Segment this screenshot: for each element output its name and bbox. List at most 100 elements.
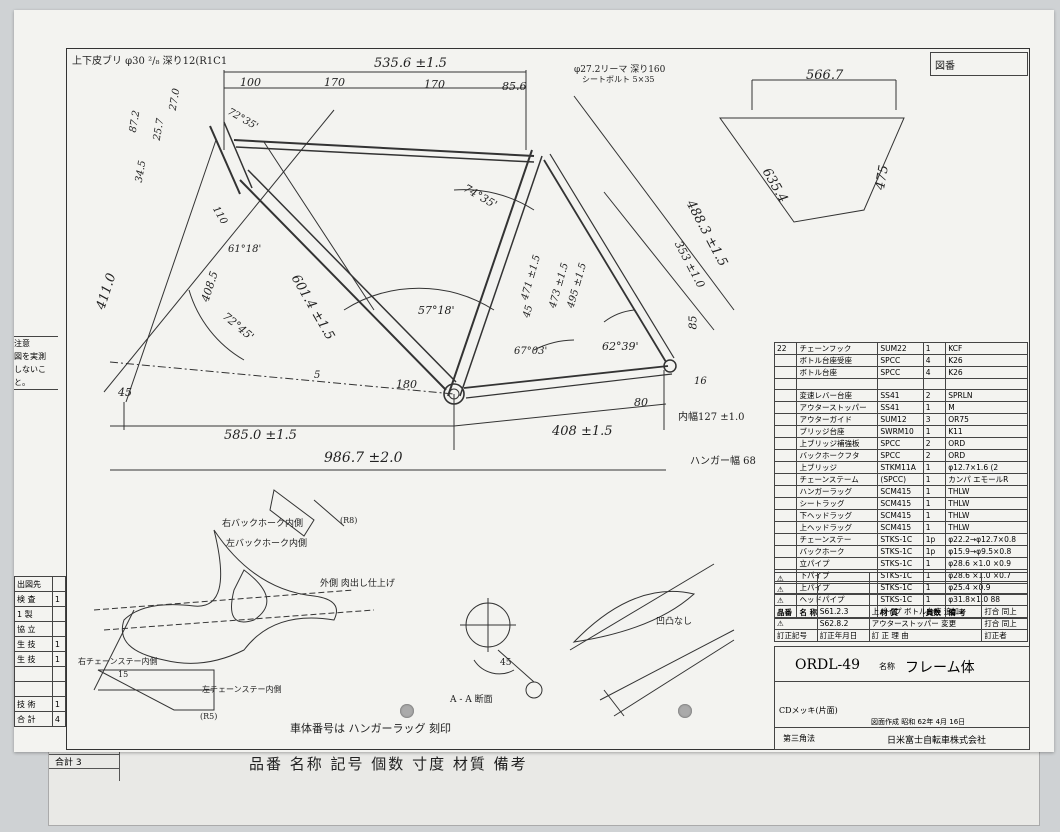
parts-cell-qty: 1: [922, 401, 947, 414]
parts-cell-no: [773, 533, 798, 546]
parts-cell-mat: SPCC: [877, 354, 924, 367]
parts-cell-mat: SUM22: [877, 342, 924, 355]
parts-cell-no: [773, 557, 798, 570]
parts-cell-name: ボトル台座: [796, 366, 879, 379]
parts-cell-name: チェーンステーム: [796, 473, 879, 486]
distribution-count: [51, 621, 67, 637]
underlying-sheet: 技術 合計 3 品番 名称 記号 個数 寸度 材質 備考: [48, 740, 1040, 826]
dim-top-seg2: 170: [324, 76, 345, 89]
parts-cell-mat: SWRM10: [877, 425, 924, 438]
caution-line: しないこと。: [14, 365, 46, 387]
dim-wheelbase: 986.7 ±2.0: [324, 450, 403, 466]
underlying-header-text: 品番 名称 記号 個数 寸度 材質 備考: [249, 755, 528, 773]
distribution-count: 4: [51, 711, 67, 727]
parts-cell-no: [773, 473, 798, 486]
parts-cell-note: K26: [945, 366, 1028, 379]
parts-cell-no: [773, 413, 798, 426]
revision-cell-date: [816, 594, 870, 606]
dim-top-seg1: 100: [240, 76, 261, 89]
parts-cell-mat: SUM12: [877, 413, 924, 426]
parts-cell-mat: SS41: [877, 389, 924, 402]
dim-bb-small: 5: [314, 370, 321, 381]
distribution-dept: [14, 666, 53, 682]
parts-cell-no: [773, 437, 798, 450]
dim-chain-b: 85: [686, 315, 700, 330]
distribution-dept: 技 術: [14, 696, 53, 712]
note-r5: (R5): [200, 712, 218, 721]
note-r8: (R8): [340, 516, 358, 525]
parts-cell-name: 上ヘッドラッグ: [796, 521, 879, 534]
parts-cell-name: 上ブリッジ: [796, 461, 879, 474]
parts-cell-note: ORD: [945, 449, 1028, 462]
dim-bb-angle: 57°18': [418, 304, 455, 317]
dim-seat-e: 67°03': [514, 346, 548, 357]
parts-cell-mat: STKM11A: [877, 461, 924, 474]
parts-cell-note: K26: [945, 354, 1028, 367]
parts-cell-qty: 2: [922, 449, 947, 462]
dim-hanger-width: ハンガー幅 68: [690, 456, 756, 467]
distribution-count: 1: [51, 651, 67, 667]
note-left-stopper: 左チェーンステー内側: [202, 685, 282, 694]
parts-cell-qty: 1: [922, 473, 947, 486]
distribution-count: 1: [51, 696, 67, 712]
parts-cell-no: [773, 378, 798, 390]
parts-cell-qty: 3: [922, 413, 947, 426]
rev-header-text: 訂 正 理 由: [868, 629, 983, 642]
drawing-border: [66, 48, 1030, 750]
parts-cell-note: φ15.9→φ9.5×0.8: [945, 545, 1028, 558]
parts-cell-name: ハンガーラッグ: [796, 485, 879, 498]
parts-cell-note: SPRLN: [945, 389, 1028, 402]
note-right-stopper: 右チェーンステー内側: [78, 657, 158, 666]
parts-cell-qty: [922, 378, 947, 390]
revision-cell-text: [868, 583, 983, 595]
distribution-dept: 協 立: [14, 621, 53, 637]
parts-cell-mat: SCM415: [877, 497, 924, 510]
revision-row: ⚠: [774, 594, 1028, 606]
parts-cell-qty: 4: [922, 366, 947, 379]
parts-cell-mat: (SPCC): [877, 473, 924, 486]
finish-spec: CDメッキ(片面): [779, 706, 838, 715]
revision-cell-text: [868, 572, 983, 584]
revision-cell-sign: [981, 583, 1028, 595]
parts-cell-note: ORD: [945, 437, 1028, 450]
dim-chain-c: 80: [634, 396, 648, 409]
parts-cell-note: OR75: [945, 413, 1028, 426]
caution-line: 図を実測: [14, 352, 46, 361]
revision-cell-text: 上パイプ ボトル台座 追加: [868, 605, 983, 618]
model-number: ORDL-49: [795, 657, 861, 673]
parts-cell-qty: 1: [922, 485, 947, 498]
dim-chain-angle: 62°39': [602, 340, 639, 353]
distribution-count: [51, 576, 67, 592]
note-no-dent: 凹凸なし: [656, 617, 693, 627]
parts-cell-qty: 1p: [922, 545, 947, 558]
parts-cell-mat: [877, 378, 924, 390]
revision-cell-mark: ⚠: [774, 572, 818, 584]
parts-cell-name: [796, 378, 879, 390]
parts-cell-no: [773, 354, 798, 367]
revision-cell-sign: [981, 572, 1028, 584]
note-frame-number: 車体番号は ハンガーラッグ 刻印: [290, 722, 451, 735]
distribution-row: 出図先: [14, 576, 67, 592]
distribution-count: [51, 681, 67, 697]
parts-cell-name: チェーンフック: [796, 342, 879, 355]
parts-cell-note: カンパ エモールR: [945, 473, 1028, 486]
punch-hole: [678, 704, 692, 718]
parts-cell-mat: SPCC: [877, 366, 924, 379]
revision-cell-mark: ⚠: [774, 583, 818, 595]
dim-bb-drop: 180: [396, 378, 417, 391]
parts-cell-name: シートラッグ: [796, 497, 879, 510]
parts-cell-mat: SPCC: [877, 449, 924, 462]
drawing-sheet: 図番 上下皮ブリ φ30 ²/₈ 深り12(R1C1 φ27.2リーマ 深り16…: [14, 10, 1054, 752]
parts-cell-mat: SCM415: [877, 521, 924, 534]
